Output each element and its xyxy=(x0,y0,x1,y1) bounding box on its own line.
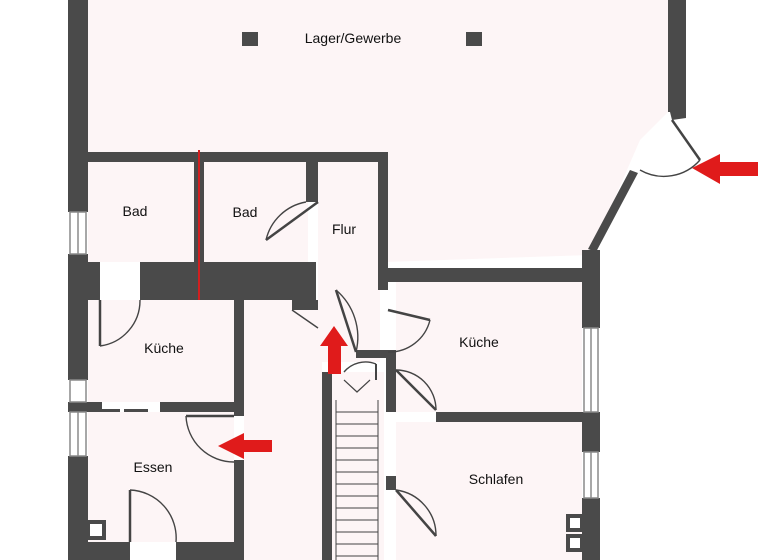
label-lager: Lager/Gewerbe xyxy=(305,30,402,46)
floor-lager xyxy=(88,0,668,262)
wall-bathroom-bottom-thick xyxy=(140,262,316,300)
label-kueche-right: Küche xyxy=(459,334,499,350)
label-bad-right: Bad xyxy=(233,204,258,220)
wall-hall-left-lower xyxy=(234,460,244,560)
arrows xyxy=(218,154,758,459)
door-flur-bottom xyxy=(291,289,359,353)
mark-b xyxy=(124,409,148,412)
wall-bad-flur xyxy=(306,162,318,202)
wall-bottom-right-box-b xyxy=(566,534,584,552)
wall-right-inner-b xyxy=(386,476,396,490)
entrance-arrow-right xyxy=(692,154,758,184)
wall-essen-bottom-right xyxy=(176,542,234,560)
floor-kueche-left xyxy=(88,300,234,402)
label-flur: Flur xyxy=(332,221,356,237)
doors xyxy=(98,119,702,543)
floor-stairs xyxy=(330,372,384,560)
wall-right-inner-upper xyxy=(386,350,396,368)
label-bad-left: Bad xyxy=(123,203,148,219)
wall-kueche-essen-left xyxy=(88,402,102,412)
floor-areas xyxy=(88,0,668,560)
door-essen-hall xyxy=(185,414,235,463)
wall-right-inner-a xyxy=(386,368,396,412)
floor-bad-left xyxy=(88,162,194,262)
wall-diagonal-glass xyxy=(588,170,638,252)
wall-bottom-right-box-a xyxy=(566,514,584,532)
wall-essen-bottom-left xyxy=(88,542,130,560)
wall-flur-bottom-stub xyxy=(356,350,388,358)
mark-a xyxy=(100,409,120,412)
floor-bad-right xyxy=(204,162,308,262)
wall-hall-left xyxy=(234,300,244,416)
wall-right-outer-mid xyxy=(582,412,600,452)
wall-lager-bottom xyxy=(88,152,388,162)
wall-bad-bottom-left xyxy=(88,262,100,300)
windows xyxy=(69,211,599,499)
wall-corner-right xyxy=(668,104,686,120)
door-stair-top xyxy=(343,361,377,380)
floor-kueche-right xyxy=(396,282,582,412)
wall-left-middle xyxy=(68,254,88,380)
interior-marks xyxy=(100,409,148,412)
door-bad-right-flur xyxy=(265,200,319,242)
door-essen-bottom xyxy=(128,489,177,543)
label-schlafen: Schlafen xyxy=(469,471,523,487)
walls xyxy=(68,0,686,560)
wall-kueche-schlafen xyxy=(436,412,582,422)
column-left xyxy=(242,32,258,46)
door-kueche-right xyxy=(387,308,431,353)
stair-direction-arrow xyxy=(343,379,371,393)
wall-left-bottom xyxy=(68,456,88,560)
label-essen: Essen xyxy=(134,459,173,475)
wall-flur-door-stub xyxy=(292,300,318,310)
column-right xyxy=(466,32,482,46)
wall-right-outer-upper xyxy=(582,250,600,328)
wall-right-block-top xyxy=(388,268,592,282)
wall-stair-left xyxy=(322,372,332,560)
door-schlafen xyxy=(395,489,437,537)
wall-left-upper xyxy=(68,0,88,212)
door-kueche-right-bottom xyxy=(395,369,437,411)
floor-hall xyxy=(244,300,322,560)
wall-bottom-left-box xyxy=(86,520,106,540)
wall-top-right xyxy=(668,0,686,112)
wall-kueche-essen-right xyxy=(160,402,234,412)
window-left-kueche xyxy=(69,379,87,403)
entrance-arrow-center xyxy=(320,326,348,374)
wall-left-lower xyxy=(68,402,88,412)
door-bad-left xyxy=(98,299,141,347)
floor-schlafen xyxy=(396,422,582,560)
wall-right-outer-lower xyxy=(582,498,600,560)
room-labels: Lager/Gewerbe Bad Bad Flur Küche Küche E… xyxy=(123,30,524,487)
floor-essen xyxy=(88,412,234,542)
label-kueche-left: Küche xyxy=(144,340,184,356)
staircase xyxy=(335,379,379,560)
door-entrance-right xyxy=(639,119,702,178)
entrance-arrow-lower-left xyxy=(218,433,272,459)
wall-flur-right xyxy=(378,152,388,290)
